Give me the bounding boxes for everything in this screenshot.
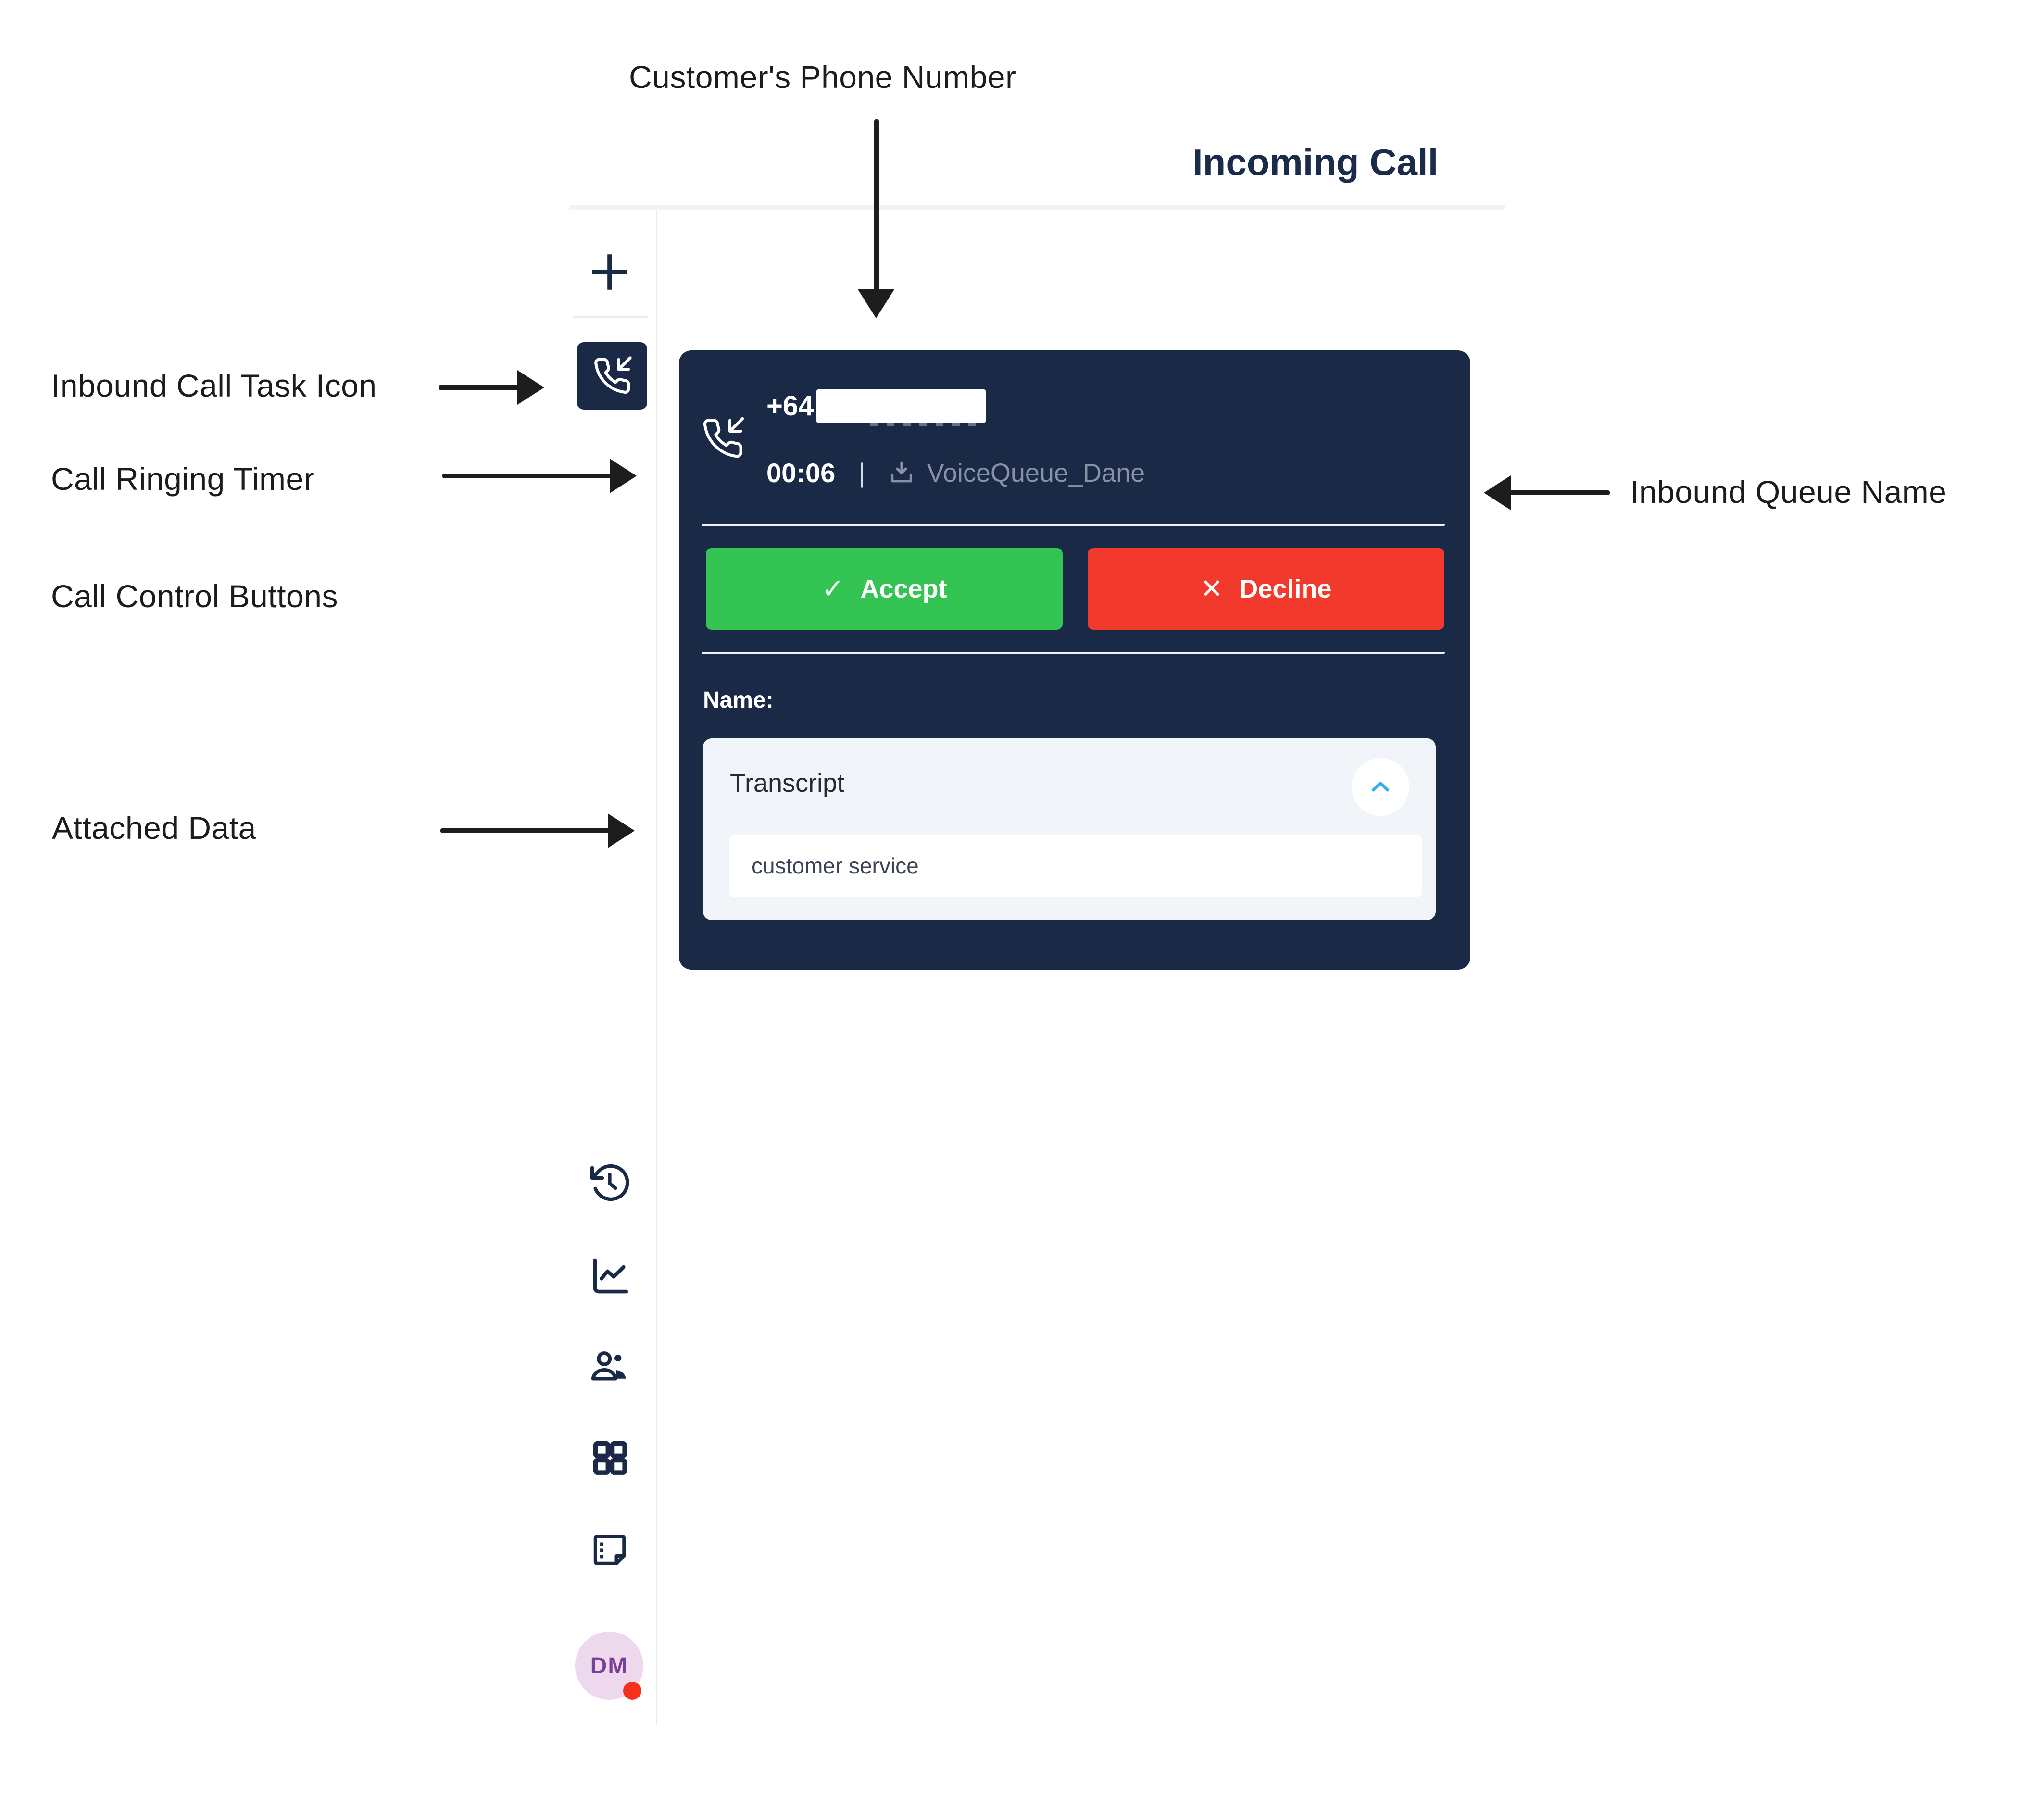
- call-status-row: 00:06 | VoiceQueue_Dane: [766, 457, 1145, 488]
- download-icon: [887, 458, 916, 488]
- inbound-call-icon: [701, 417, 744, 460]
- arrow-shaft: [440, 828, 610, 833]
- decline-button-label: Decline: [1239, 574, 1332, 603]
- inbound-queue-name: VoiceQueue_Dane: [927, 458, 1145, 487]
- arrow-shaft: [1508, 490, 1610, 495]
- arrow-head: [1484, 475, 1511, 510]
- arrow-shaft: [439, 385, 519, 390]
- caller-number-row: +64: [766, 390, 814, 422]
- call-ringing-timer: 00:06: [766, 458, 836, 488]
- grid-view-icon: [589, 1436, 631, 1479]
- annotation-call-control-buttons: Call Control Buttons: [51, 578, 338, 614]
- header-divider: [569, 205, 1505, 210]
- incoming-call-card: +64 00:06 | VoiceQueue_Dane ✓ Accept ✕ D…: [679, 350, 1470, 970]
- agents-icon: [588, 1345, 631, 1388]
- annotation-inbound-queue-name: Inbound Queue Name: [1630, 474, 1947, 510]
- redacted-digits: [870, 423, 981, 426]
- annotation-call-ringing-timer: Call Ringing Timer: [51, 461, 315, 497]
- annotation-attached-data: Attached Data: [52, 810, 256, 846]
- avatar-initials: DM: [590, 1653, 628, 1679]
- decline-button[interactable]: ✕ Decline: [1088, 548, 1444, 630]
- name-label: Name:: [703, 687, 774, 713]
- user-avatar[interactable]: DM: [575, 1632, 643, 1700]
- separator: |: [858, 458, 865, 488]
- sidebar-item-notes[interactable]: [589, 1531, 630, 1571]
- attached-data-title: Transcript: [730, 769, 845, 798]
- sidebar-content-divider: [656, 210, 657, 1725]
- add-task-button[interactable]: [587, 249, 633, 295]
- arrow-head: [610, 459, 637, 493]
- sidebar-item-stats[interactable]: [588, 1254, 632, 1298]
- card-divider-top: [702, 524, 1445, 526]
- page-title: Incoming Call: [1192, 141, 1439, 183]
- x-icon: ✕: [1200, 574, 1223, 604]
- sidebar-item-inbound-call-task[interactable]: [577, 342, 647, 410]
- arrow-head: [858, 289, 894, 318]
- accept-button-label: Accept: [860, 574, 947, 603]
- sidebar-divider: [573, 316, 648, 318]
- sidebar-item-agents[interactable]: [588, 1345, 631, 1388]
- stats-chart-icon: [588, 1254, 632, 1298]
- caller-number: +64: [766, 390, 814, 422]
- arrow-shaft: [874, 119, 879, 291]
- attached-data-panel: Transcript customer service: [703, 738, 1436, 920]
- annotation-inbound-call-task-icon: Inbound Call Task Icon: [51, 368, 377, 403]
- arrow-head: [517, 370, 544, 405]
- presence-status-dot: [623, 1682, 641, 1700]
- redacted-phone-number: [816, 389, 986, 423]
- check-icon: ✓: [821, 574, 844, 604]
- chevron-up-icon: [1366, 773, 1395, 801]
- accept-button[interactable]: ✓ Accept: [706, 548, 1063, 630]
- plus-icon: [587, 249, 633, 295]
- inbound-call-icon: [592, 356, 632, 396]
- card-divider-bottom: [702, 652, 1445, 654]
- attached-data-value-box: customer service: [729, 835, 1422, 897]
- history-icon: [588, 1160, 632, 1205]
- arrow-shaft: [442, 474, 612, 478]
- attached-data-value: customer service: [752, 853, 919, 878]
- annotation-customer-phone-number: Customer's Phone Number: [629, 59, 1016, 95]
- notes-icon: [589, 1531, 630, 1571]
- sidebar-item-history[interactable]: [588, 1160, 632, 1205]
- collapse-panel-button[interactable]: [1352, 758, 1409, 816]
- arrow-head: [608, 813, 635, 848]
- sidebar-item-grid-view[interactable]: [589, 1436, 631, 1479]
